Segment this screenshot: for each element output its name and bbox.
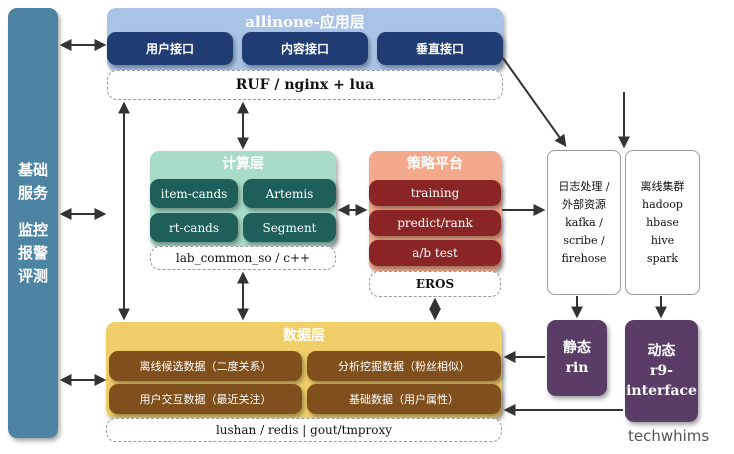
compute-footer: lab_common_so / c++ bbox=[150, 246, 336, 270]
side-label-5: 评测 bbox=[17, 266, 48, 285]
offline-cluster-box: 离线集群 hadoop hbase hive spark bbox=[625, 150, 700, 295]
side-label-2: 服务 bbox=[17, 183, 48, 202]
eros-box: EROS bbox=[369, 271, 501, 297]
offline-candidate-data: 离线候选数据（二度关系） bbox=[109, 351, 302, 381]
segment-box: Segment bbox=[243, 213, 336, 242]
artemis-box: Artemis bbox=[243, 179, 336, 208]
user-api-button: 用户接口 bbox=[107, 32, 233, 65]
rt-cands-box: rt-cands bbox=[150, 213, 238, 242]
compute-layer-title: 计算层 bbox=[222, 156, 264, 172]
offline-line-2: hadoop bbox=[642, 197, 683, 211]
predict-rank-box: predict/rank bbox=[369, 210, 501, 236]
dynamic-line-1: 动态 bbox=[647, 343, 676, 359]
dynamic-interface-box: 动态 r9- interface bbox=[625, 320, 698, 422]
content-api-button: 内容接口 bbox=[242, 32, 368, 65]
log-processing-box: 日志处理 / 外部资源 kafka / scribe / firehose bbox=[547, 150, 621, 295]
offline-line-5: spark bbox=[646, 251, 679, 265]
analysis-mining-data: 分析挖掘数据（粉丝相似） bbox=[307, 351, 501, 381]
dynamic-line-2: r9- bbox=[650, 363, 673, 379]
log-line-5: firehose bbox=[561, 251, 607, 265]
data-layer-title: 数据层 bbox=[283, 328, 325, 344]
log-line-1: 日志处理 / bbox=[558, 179, 610, 193]
item-cands-box: item-cands bbox=[150, 179, 238, 208]
app-layer-title: allinone-应用层 bbox=[245, 12, 365, 31]
vertical-api-button: 垂直接口 bbox=[377, 32, 503, 65]
log-line-2: 外部资源 bbox=[562, 197, 606, 211]
log-line-4: scribe / bbox=[563, 233, 605, 247]
dynamic-line-3: interface bbox=[626, 383, 697, 399]
offline-line-3: hbase bbox=[646, 215, 679, 229]
offline-line-4: hive bbox=[650, 233, 675, 247]
static-line-2: rin bbox=[565, 360, 589, 376]
storage-footer: lushan / redis | gout/tmproxy bbox=[106, 418, 502, 442]
side-label-1: 基础 bbox=[17, 160, 48, 179]
strategy-title: 策略平台 bbox=[407, 156, 463, 172]
side-label-4: 报警 bbox=[17, 243, 48, 262]
ab-test-box: a/b test bbox=[369, 240, 501, 266]
static-line-1: 静态 bbox=[563, 340, 591, 356]
base-services-panel: 基础 服务 监控 报警 评测 bbox=[8, 8, 58, 438]
log-line-3: kafka / bbox=[565, 215, 603, 229]
side-label-3: 监控 bbox=[17, 220, 48, 239]
basic-data: 基础数据（用户属性） bbox=[307, 384, 501, 414]
offline-line-1: 离线集群 bbox=[640, 179, 685, 193]
training-box: training bbox=[369, 180, 501, 206]
arrow-app-log bbox=[502, 57, 567, 147]
watermark: techwhims bbox=[628, 427, 710, 445]
user-interaction-data: 用户交互数据（最近关注） bbox=[109, 384, 302, 414]
static-rin-box: 静态 rin bbox=[547, 320, 607, 396]
gateway-bar: RUF / nginx + lua bbox=[107, 70, 503, 100]
